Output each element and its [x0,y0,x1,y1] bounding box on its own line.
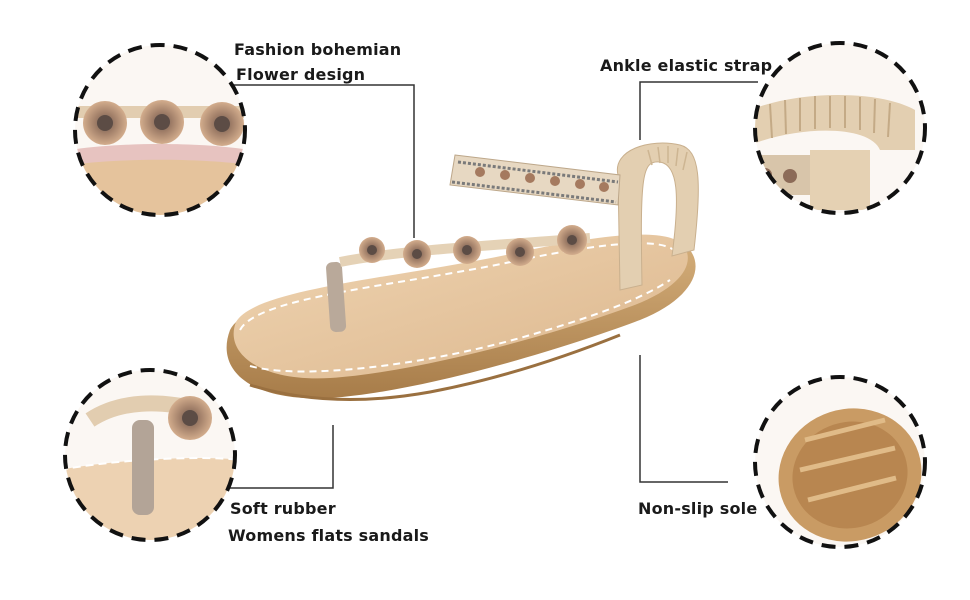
label-womens-flats-sandals: Womens flats sandals [228,526,430,545]
dashed-circle-bottom-left [63,368,237,542]
dashed-circle-bottom-right [753,375,927,549]
callout-line-flower [232,84,415,238]
callout-lines [226,81,758,489]
flower-strap [359,225,587,268]
toe-post [326,261,347,333]
footbed [233,234,688,379]
main-sandal [226,142,699,402]
callout-line-strap [639,81,758,140]
dashed-circle-top-left [73,43,247,217]
label-flower-design: Flower design [236,65,366,84]
heel-strap [616,142,699,291]
detail-ankle-strap [755,43,925,213]
label-fashion-bohemian: Fashion bohemian [234,40,402,59]
detail-flower-design [75,45,245,215]
dashed-circle-top-right [753,41,927,215]
label-ankle-elastic-strap: Ankle elastic strap [600,56,773,75]
detail-non-slip-sole [755,377,925,547]
callout-line-rubber [226,425,334,489]
label-soft-rubber: Soft rubber [230,499,336,518]
callout-line-sole [639,355,728,483]
detail-soft-rubber [65,370,235,540]
label-non-slip-sole: Non-slip sole [638,499,758,518]
